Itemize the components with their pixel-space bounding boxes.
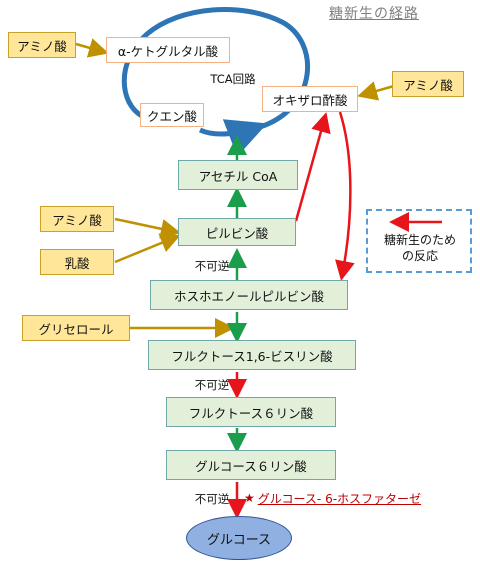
- acetyl-coa-node: アセチル CoA: [178, 160, 298, 190]
- legend-line-1: 糖新生のため: [383, 233, 456, 247]
- tca-cycle-arc: [121, 7, 311, 130]
- fructose-6-phosphate-node: フルクトース６リン酸: [166, 397, 336, 427]
- legend-box: [366, 209, 472, 273]
- amino-acid-node-2: アミノ酸: [392, 71, 464, 97]
- glucose-node: グルコース: [186, 516, 292, 560]
- enzyme-annotation: ★ グルコース- 6-ホスファターゼ: [244, 488, 464, 508]
- arrow-amino2-to-oxaloacetate: [357, 81, 395, 101]
- lactate-node: 乳酸: [40, 249, 114, 275]
- arrow-lactate-to-pyruvate: [114, 233, 181, 264]
- alpha-ketoglutarate-node: α-ケトグルタル酸: [106, 37, 230, 63]
- phosphoenolpyruvate-node: ホスホエノールピルビン酸: [150, 280, 348, 310]
- amino-acid-node-1: アミノ酸: [8, 32, 76, 58]
- oxaloacetate-node: オキザロ酢酸: [262, 86, 358, 112]
- citrate-node: クエン酸: [140, 103, 204, 127]
- tca-cycle-label: TCA回路: [210, 72, 256, 86]
- legend-line-2: の反応: [401, 249, 438, 263]
- arrow-amino3-to-pyruvate: [114, 217, 181, 239]
- fructose-16-bisphosphate-node: フルクトース1,6-ビスリン酸: [148, 340, 356, 370]
- glycerol-node: グリセロール: [22, 315, 130, 341]
- arrow-pyruvate-to-oxaloacetate: [294, 112, 331, 222]
- star-icon: ★: [244, 491, 255, 505]
- arrow-amino1-to-ketoglutarate: [75, 38, 109, 58]
- irreversible-label-1: 不可逆: [194, 259, 230, 273]
- legend-text: 糖新生のため の反応: [372, 230, 468, 266]
- pyruvate-node: ピルビン酸: [178, 218, 296, 246]
- irreversible-label-2: 不可逆: [194, 378, 230, 392]
- enzyme-name: グルコース- 6-ホスファターゼ: [257, 491, 422, 506]
- page-title: 糖新生の経路: [329, 6, 419, 22]
- glucose-6-phosphate-node: グルコース６リン酸: [166, 450, 336, 480]
- irreversible-label-3: 不可逆: [194, 492, 230, 506]
- tca-cycle-arc-end: [198, 119, 268, 157]
- amino-acid-node-3: アミノ酸: [40, 206, 114, 232]
- arrow-oxaloacetate-to-pep: [335, 111, 355, 281]
